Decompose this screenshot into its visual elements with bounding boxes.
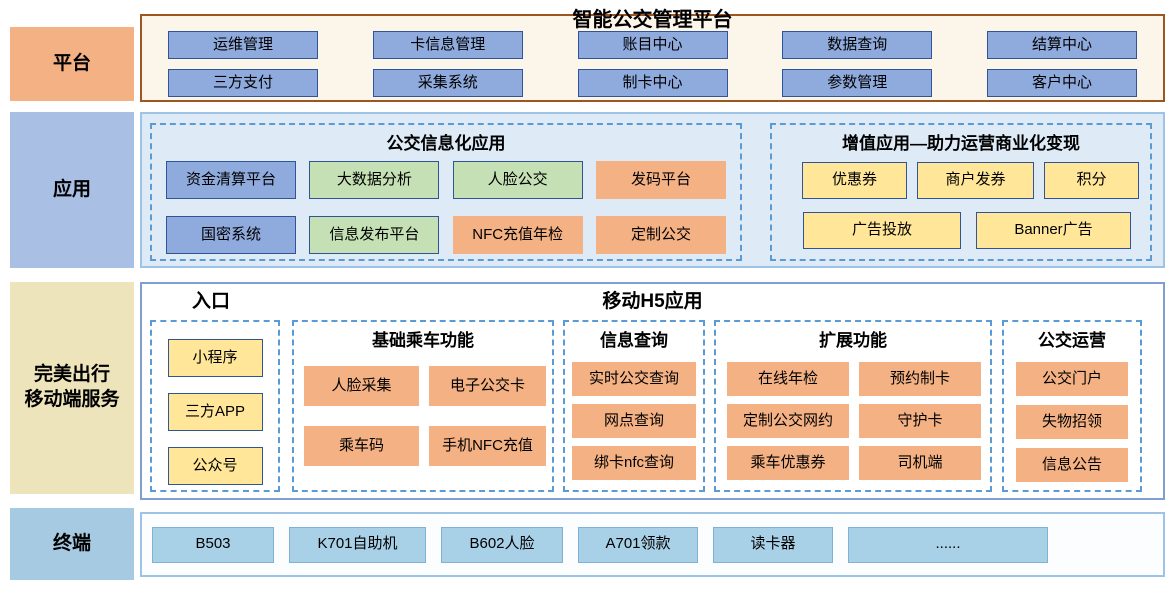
group-title: 增值应用—助力运营商业化变现: [842, 134, 1080, 153]
group-title: 信息查询: [600, 331, 668, 350]
h5-basic-node: 人脸采集: [304, 366, 419, 406]
mobile-label-line1: 完美出行: [33, 364, 110, 386]
terminal-device: B503: [152, 526, 274, 563]
application-container: 公交信息化应用 资金清算平台 大数据分析 人脸公交 发码平台 国密系统 信息发布…: [140, 112, 1165, 268]
h5-extend-group: 扩展功能 在线年检 预约制卡 定制公交网约 守护卡 乘车优惠券 司机端: [714, 320, 992, 492]
info-app-node: NFC充值年检: [452, 216, 583, 254]
info-app-node: 国密系统: [166, 216, 296, 254]
h5-query-node: 实时公交查询: [572, 362, 696, 396]
h5-extend-node: 守护卡: [859, 404, 981, 438]
info-app-node: 资金清算平台: [166, 161, 296, 199]
terminal-device: ......: [848, 526, 1048, 563]
terminal-device: K701自助机: [289, 526, 426, 563]
group-title: 公交运营: [1038, 331, 1106, 350]
value-added-node: 积分: [1044, 162, 1139, 199]
h5-query-col: 实时公交查询 网点查询 绑卡nfc查询: [572, 362, 696, 480]
diagram-title: 智能公交管理平台: [572, 9, 733, 31]
info-app-node: 人脸公交: [452, 161, 583, 199]
info-app-node: 定制公交: [595, 216, 726, 254]
group-title: 基础乘车功能: [372, 331, 474, 350]
h5-operation-node: 失物招领: [1016, 405, 1128, 439]
platform-module: 结算中心: [987, 31, 1137, 59]
terminal-device: 读卡器: [713, 526, 833, 563]
h5-extend-node: 在线年检: [727, 362, 849, 396]
rail-label-platform: 平台: [10, 27, 134, 101]
value-added-node: 优惠券: [802, 162, 907, 199]
value-added-row2: 广告投放 Banner广告: [803, 212, 1150, 249]
terminal-container: B503 K701自助机 B602人脸 A701领款 读卡器 ......: [140, 512, 1165, 577]
platform-module: 参数管理: [782, 69, 933, 97]
platform-module: 客户中心: [987, 69, 1137, 97]
info-app-node: 发码平台: [595, 161, 726, 199]
h5-basic-node: 乘车码: [304, 426, 419, 466]
entry-title: 入口: [192, 291, 231, 312]
platform-module: 采集系统: [372, 69, 523, 97]
terminal-device: A701领款: [578, 526, 698, 563]
platform-module: 数据查询: [782, 31, 933, 59]
value-added-node: 广告投放: [803, 212, 961, 249]
h5-query-node: 网点查询: [572, 404, 696, 438]
group-title: 公交信息化应用: [386, 134, 506, 153]
platform-module-grid: 运维管理 卡信息管理 账目中心 数据查询 结算中心 三方支付 采集系统 制卡中心…: [168, 31, 1137, 97]
group-title: 扩展功能: [819, 331, 887, 350]
h5-operation-node: 公交门户: [1016, 362, 1128, 396]
info-app-grid: 资金清算平台 大数据分析 人脸公交 发码平台 国密系统 信息发布平台 NFC充值…: [166, 161, 726, 254]
platform-module: 卡信息管理: [372, 31, 523, 59]
entry-group: 小程序 三方APP 公众号: [150, 320, 280, 492]
h5-query-group: 信息查询 实时公交查询 网点查询 绑卡nfc查询: [563, 320, 705, 492]
h5-extend-node: 司机端: [859, 446, 981, 480]
platform-module: 运维管理: [168, 31, 318, 59]
terminal-device: B602人脸: [441, 526, 563, 563]
platform-module: 制卡中心: [577, 69, 728, 97]
h5-extend-node: 定制公交网约: [727, 404, 849, 438]
value-added-node: 商户发券: [917, 162, 1034, 199]
h5-extend-node: 预约制卡: [859, 362, 981, 396]
h5-extend-grid: 在线年检 预约制卡 定制公交网约 守护卡 乘车优惠券 司机端: [727, 362, 981, 480]
value-added-node: Banner广告: [976, 212, 1131, 249]
h5-operation-node: 信息公告: [1016, 448, 1128, 482]
h5-basic-node: 手机NFC充值: [429, 426, 546, 466]
h5-operation-col: 公交门户 失物招领 信息公告: [1016, 362, 1128, 482]
h5-extend-node: 乘车优惠券: [727, 446, 849, 480]
value-added-group: 增值应用—助力运营商业化变现 优惠券 商户发券 积分 广告投放 Banner广告: [770, 123, 1152, 261]
info-app-node: 大数据分析: [309, 161, 440, 199]
h5-query-node: 绑卡nfc查询: [572, 446, 696, 480]
h5-basic-node: 电子公交卡: [429, 366, 546, 406]
bus-informatization-group: 公交信息化应用 资金清算平台 大数据分析 人脸公交 发码平台 国密系统 信息发布…: [150, 123, 742, 261]
h5-basic-grid: 人脸采集 电子公交卡 乘车码 手机NFC充值: [304, 366, 546, 466]
rail-label-terminal: 终端: [10, 508, 134, 580]
platform-module: 三方支付: [168, 69, 318, 97]
info-app-node: 信息发布平台: [309, 216, 440, 254]
entry-node: 公众号: [167, 447, 263, 485]
h5-basic-group: 基础乘车功能 人脸采集 电子公交卡 乘车码 手机NFC充值: [292, 320, 554, 492]
platform-module: 账目中心: [577, 31, 728, 59]
mobile-label-line2: 移动端服务: [24, 389, 120, 410]
value-added-row1: 优惠券 商户发券 积分: [802, 162, 1150, 199]
rail-label-application: 应用: [10, 112, 134, 268]
h5-title: 移动H5应用: [602, 291, 703, 312]
mobile-service-container: 入口 移动H5应用 小程序 三方APP 公众号 基础乘车功能 人脸采集 电子公交…: [140, 282, 1165, 500]
entry-node: 三方APP: [167, 393, 263, 431]
entry-node: 小程序: [167, 339, 263, 377]
rail-label-mobile-service: 完美出行 移动端服务: [10, 282, 134, 494]
h5-operation-group: 公交运营 公交门户 失物招领 信息公告: [1002, 320, 1142, 492]
